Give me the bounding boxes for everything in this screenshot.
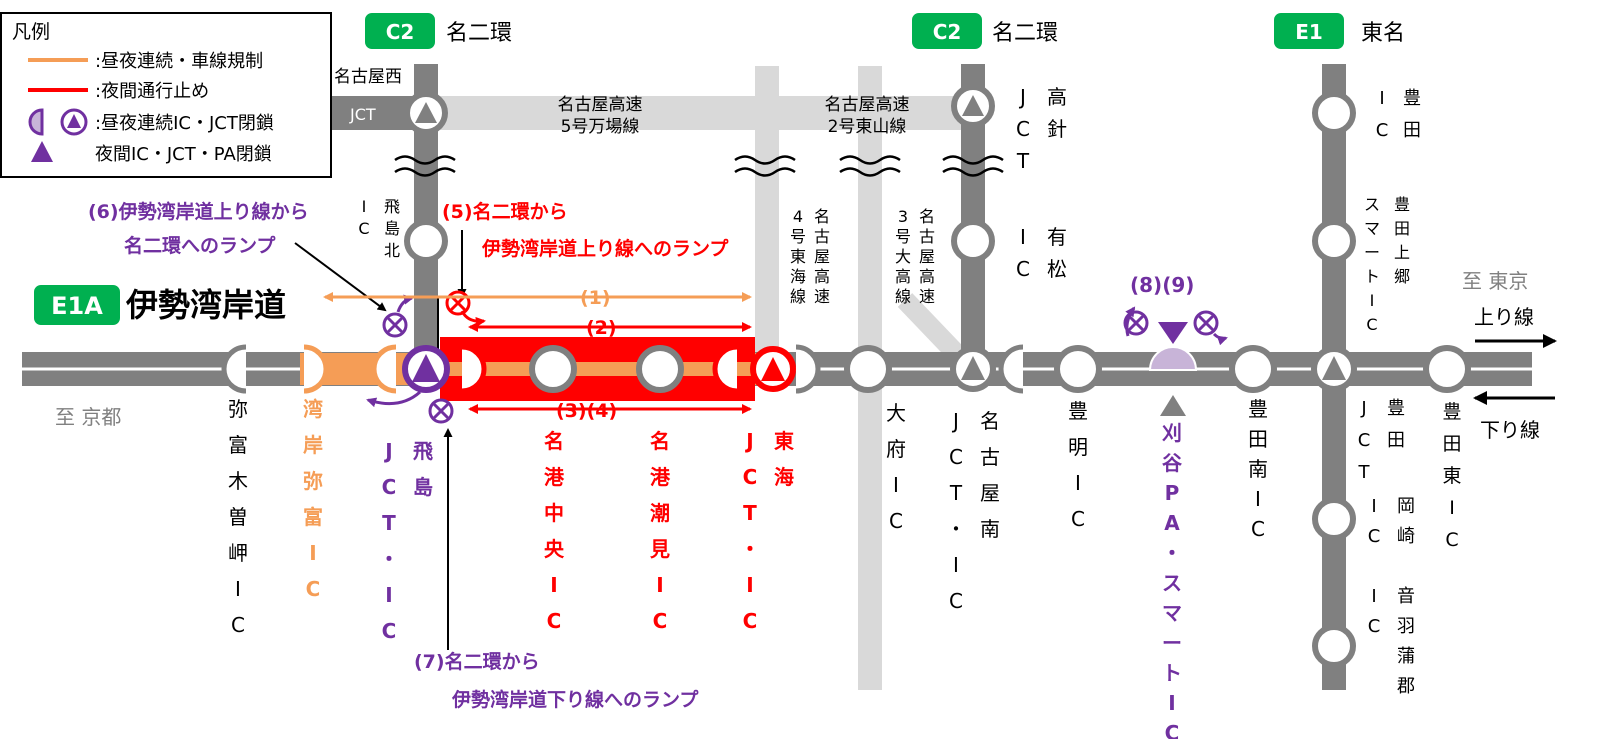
badge-c2-west-name: 名二環	[446, 21, 512, 46]
to-kyoto-label: 至 京都	[55, 405, 121, 429]
nagoyanishi-jct-top: 名古屋西	[334, 67, 402, 87]
pointer-lines	[294, 230, 467, 650]
badge-e1a-code: E1A	[51, 292, 103, 320]
badge-c2-east-code: C2	[933, 20, 962, 44]
ramp-7-line2: 伊勢湾岸道下り線へのランプ	[451, 688, 699, 711]
side-ic-circles	[404, 91, 1356, 668]
ramp-7-line1: (7)名二環から	[414, 650, 540, 673]
legend-box: 凡例 :昼夜連続・車線規制 :夜間通行止め :昼夜連続IC・JCT閉鎖 夜間IC…	[0, 12, 332, 178]
section-34-label: (3)(4)	[556, 400, 617, 422]
legend-item-red: :夜間通行止め	[95, 81, 209, 102]
kariya-pa-marker	[1148, 322, 1198, 416]
legend-item-ic-closure: :昼夜連続IC・JCT閉鎖	[95, 113, 274, 134]
badge-e1-name: 東名	[1361, 21, 1405, 46]
badge-c2-west-code: C2	[386, 20, 415, 44]
ramp-6-line1: (6)伊勢湾岸道上り線から	[88, 200, 309, 223]
section-1-label: (1)	[580, 287, 611, 309]
section-2-label: (2)	[586, 317, 617, 339]
ramp-5-line1: (5)名二環から	[442, 200, 568, 223]
badge-c2-west	[363, 11, 437, 51]
badge-e1	[1272, 11, 1346, 51]
direction-arrows	[1473, 334, 1557, 405]
legend-item-night-closure: 夜間IC・JCT・PA閉鎖	[95, 144, 272, 165]
legend-title: 凡例	[12, 21, 50, 43]
road-breaks	[394, 155, 1004, 177]
ramp-closure-marks	[382, 290, 1219, 424]
ramp-6-line2: 名二環へのランプ	[124, 234, 276, 257]
half-ramps	[221, 344, 1024, 394]
up-line-label: 上り線	[1474, 305, 1534, 329]
ramp-5-line2: 伊勢湾岸道上り線へのランプ	[481, 237, 729, 260]
main-ic-circles	[529, 345, 1471, 393]
main-route-name: 伊勢湾岸道	[125, 286, 286, 324]
badge-e1a	[32, 283, 122, 327]
down-line-label: 下り線	[1480, 418, 1540, 442]
section-arrows	[323, 292, 752, 414]
legend-half-ic-icon	[28, 108, 44, 136]
route-badges: C2 名二環 C2 名二環 E1 東名 E1A 伊勢湾岸道	[32, 11, 1405, 327]
ramp-arrows	[366, 294, 1228, 408]
jct-markers	[402, 84, 1357, 393]
badge-e1-code: E1	[1295, 20, 1323, 44]
nagoyanishi-jct-bottom: JCT	[349, 105, 376, 124]
legend-item-orange: :昼夜連続・車線規制	[95, 51, 263, 72]
badge-c2-east-name: 名二環	[992, 21, 1058, 46]
to-tokyo-label: 至 東京	[1462, 269, 1528, 293]
legend-night-closure-icon	[31, 141, 53, 162]
badge-c2-east	[910, 11, 984, 51]
section-89-label: (8)(9)	[1130, 273, 1194, 297]
